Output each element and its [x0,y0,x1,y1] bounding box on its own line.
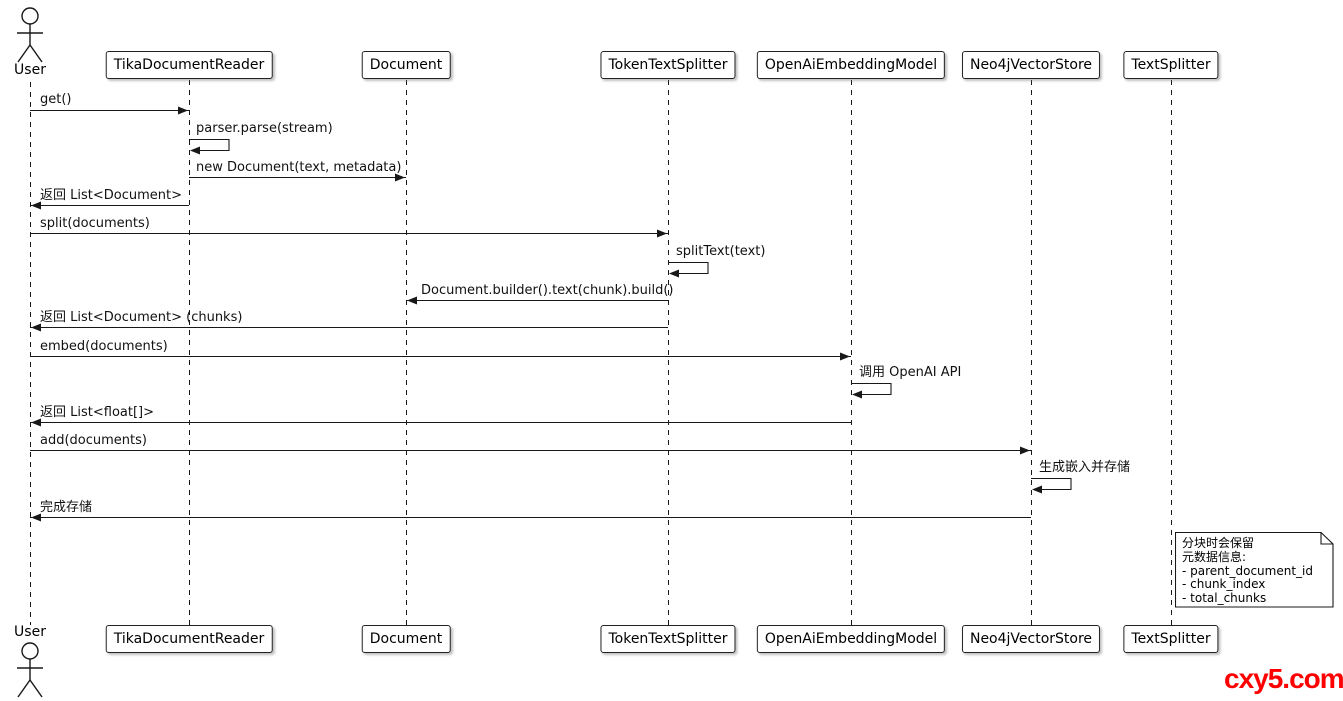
message-arrowhead-13 [31,513,41,522]
participant-box-bottom-tikadocumentreader: TikaDocumentReader [105,625,273,653]
actor-figure-top [17,7,43,63]
message-label-6: Document.builder().text(chunk).build() [421,283,674,298]
participant-box-bottom-textsplitter: TextSplitter [1123,625,1219,653]
note-outline [1175,532,1334,608]
message-arrowhead-11 [1020,446,1030,455]
participant-box-top-tikadocumentreader: TikaDocumentReader [105,51,273,79]
watermark: cxy5.com [1224,663,1343,694]
participant-box-bottom-openaiembeddingmodel: OpenAiEmbeddingModel [756,625,946,653]
participant-box-top-tokentextsplitter: TokenTextSplitter [600,51,736,79]
message-arrowhead-5 [669,269,679,278]
note-line: - total_chunks [1182,591,1267,606]
actor-figure-bottom [17,642,43,698]
message-label-9: 调用 OpenAI API [859,365,962,380]
message-label-11: add(documents) [40,433,147,448]
actor-label-top: User [14,62,46,78]
message-label-3: 返回 List<Document> [40,188,182,203]
message-arrowhead-3 [31,201,41,210]
message-arrowhead-4 [657,229,667,238]
message-label-2: new Document(text, metadata) [196,160,402,175]
note-line: - parent_document_id [1182,563,1313,578]
participant-box-top-neo4jvectorstore: Neo4jVectorStore [961,51,1101,79]
participant-box-bottom-tokentextsplitter: TokenTextSplitter [600,625,736,653]
participant-box-top-openaiembeddingmodel: OpenAiEmbeddingModel [756,51,946,79]
self-message-loop-1 [189,138,230,152]
message-label-10: 返回 List<float[]> [40,405,154,420]
message-arrowhead-2 [395,173,405,182]
message-label-1: parser.parse(stream) [196,121,333,136]
message-label-12: 生成嵌入并存储 [1039,460,1131,475]
participant-box-bottom-document: Document [361,625,451,653]
participant-box-top-textsplitter: TextSplitter [1123,51,1219,79]
message-arrowhead-10 [31,418,41,427]
message-label-7: 返回 List<Document> (chunks) [40,310,243,325]
message-arrowhead-6 [407,296,417,305]
participant-box-top-document: Document [361,51,451,79]
message-arrowhead-1 [190,146,200,155]
message-arrowhead-0 [178,106,188,115]
participant-box-bottom-neo4jvectorstore: Neo4jVectorStore [961,625,1101,653]
message-arrowhead-8 [840,352,850,361]
self-message-loop-5 [668,261,709,275]
self-message-loop-12 [1031,477,1072,491]
message-arrowhead-7 [31,323,41,332]
message-label-0: get() [40,92,72,107]
self-message-loop-9 [851,382,892,396]
message-label-4: split(documents) [40,216,150,231]
note-line: 元数据信息: [1182,549,1247,564]
note-line: - chunk_index [1182,577,1266,592]
message-label-13: 完成存储 [40,500,93,515]
message-label-8: embed(documents) [40,339,168,354]
message-label-5: splitText(text) [676,244,766,259]
note: 分块时会保留元数据信息:- parent_document_id- chunk_… [1175,532,1334,608]
note-line: 分块时会保留 [1182,536,1255,550]
message-arrowhead-9 [852,390,862,399]
message-arrowhead-12 [1032,485,1042,494]
actor-label-bottom: User [14,624,46,640]
note-text: 分块时会保留元数据信息:- parent_document_id- chunk_… [1182,536,1313,606]
